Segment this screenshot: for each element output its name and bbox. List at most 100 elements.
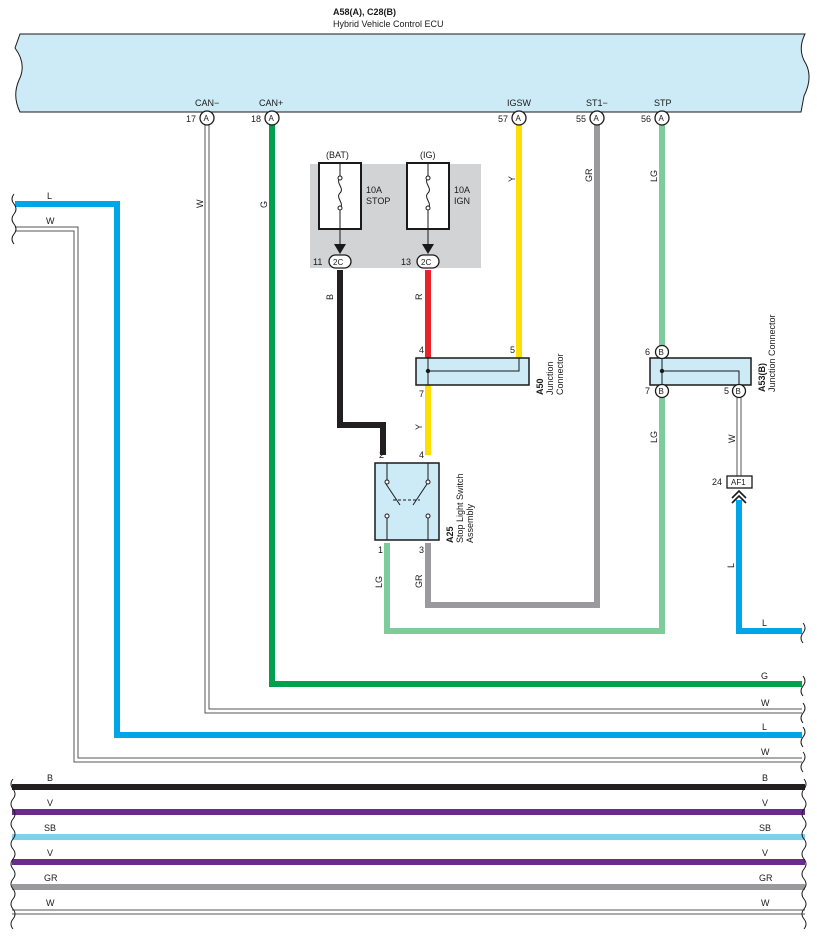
svg-text:6: 6 bbox=[645, 347, 650, 357]
svg-text:A: A bbox=[594, 114, 600, 123]
wire-label-st1: GR bbox=[584, 168, 594, 182]
svg-text:13: 13 bbox=[401, 257, 411, 267]
svg-text:17: 17 bbox=[186, 114, 196, 124]
fuse-ign-symbol bbox=[426, 177, 430, 209]
wire-label-left-l: L bbox=[47, 191, 52, 201]
wire-label-right-l-top: L bbox=[762, 618, 767, 628]
svg-text:B: B bbox=[659, 387, 664, 396]
wire-left-w bbox=[15, 226, 802, 763]
svg-text:10A: 10A bbox=[366, 185, 382, 195]
wire-canp bbox=[269, 124, 802, 687]
svg-text:Junction: Junction bbox=[545, 361, 555, 395]
wire-af1-out bbox=[736, 500, 802, 634]
fuse-ign: (IG) 10A IGN bbox=[406, 150, 470, 254]
bus-label-left-sb: SB bbox=[44, 823, 56, 833]
svg-text:7: 7 bbox=[645, 386, 650, 396]
ecu-body bbox=[14, 33, 810, 113]
ecu-name: Hybrid Vehicle Control ECU bbox=[333, 19, 444, 29]
svg-text:4: 4 bbox=[419, 450, 424, 460]
bus-label-right-b: B bbox=[762, 773, 768, 783]
svg-text:A53(B): A53(B) bbox=[757, 363, 767, 392]
ecu-pin-label-canp: CAN+ bbox=[259, 98, 283, 108]
svg-text:B: B bbox=[659, 348, 664, 357]
svg-text:4: 4 bbox=[419, 345, 424, 355]
ecu-pin-18: 18 A bbox=[251, 110, 280, 126]
fuse-stop-symbol bbox=[338, 177, 342, 209]
wire-label-a53-out: LG bbox=[649, 431, 659, 443]
svg-text:B: B bbox=[736, 387, 741, 396]
bus-label-right-v2: V bbox=[762, 848, 768, 858]
ecu-pin-label-canm: CAN− bbox=[195, 98, 219, 108]
svg-text:56: 56 bbox=[641, 114, 651, 124]
bus-label-left-w: W bbox=[46, 898, 55, 908]
wire-label-canm: W bbox=[195, 199, 205, 208]
wire-label-stp: LG bbox=[649, 170, 659, 182]
wire-label-fuse-stop-out: B bbox=[325, 294, 335, 300]
svg-text:IGN: IGN bbox=[454, 196, 470, 206]
wire-label-canp: G bbox=[259, 201, 269, 208]
svg-text:(IG): (IG) bbox=[420, 150, 436, 160]
svg-text:2: 2 bbox=[379, 450, 384, 460]
svg-text:A: A bbox=[269, 114, 275, 123]
wire-label-right-l2: L bbox=[762, 722, 767, 732]
fuse-ign-terminal: 13 2C bbox=[401, 254, 440, 269]
bus-label-right-sb: SB bbox=[759, 823, 771, 833]
svg-text:11: 11 bbox=[313, 257, 322, 267]
svg-text:2C: 2C bbox=[333, 258, 343, 267]
a53-junction-connector: B 6 B 7 B 5 A53(B) Junction Connector bbox=[645, 314, 777, 399]
svg-text:57: 57 bbox=[498, 114, 508, 124]
svg-text:5: 5 bbox=[510, 345, 515, 355]
svg-text:5: 5 bbox=[724, 386, 729, 396]
svg-text:(BAT): (BAT) bbox=[326, 150, 349, 160]
svg-text:A: A bbox=[204, 114, 210, 123]
ecu-code: A58(A), C28(B) bbox=[333, 7, 396, 17]
ecu-pin-label-stp: STP bbox=[654, 98, 672, 108]
bus-label-left-v1: V bbox=[47, 798, 53, 808]
svg-text:A: A bbox=[659, 114, 665, 123]
ecu-pin-57: 57 A bbox=[498, 110, 527, 126]
bus-label-right-gr: GR bbox=[759, 873, 773, 883]
af1-chevron-icon bbox=[731, 489, 747, 504]
svg-text:55: 55 bbox=[576, 114, 586, 124]
fuse-stop-terminal: 11 2C bbox=[313, 254, 352, 269]
wire-left-l bbox=[15, 201, 802, 738]
wire-label-igsw: Y bbox=[507, 176, 517, 182]
svg-text:1: 1 bbox=[378, 545, 383, 555]
svg-text:Stop Light Switch: Stop Light Switch bbox=[455, 473, 465, 543]
svg-text:Junction Connector: Junction Connector bbox=[767, 314, 777, 392]
break-marks bbox=[10, 193, 807, 930]
svg-text:3: 3 bbox=[419, 545, 424, 555]
ecu-pin-17: 17 A bbox=[186, 110, 215, 126]
svg-text:2C: 2C bbox=[421, 258, 431, 267]
wire-label-sw1: LG bbox=[374, 576, 384, 588]
svg-text:A: A bbox=[516, 114, 522, 123]
wire-label-right-w2: W bbox=[761, 747, 770, 757]
af1-connector: 24 AF1 bbox=[712, 475, 753, 504]
bus-label-right-w: W bbox=[761, 898, 770, 908]
ecu-block: A58(A), C28(B) Hybrid Vehicle Control EC… bbox=[14, 7, 810, 113]
ecu-pin-55: 55 A bbox=[576, 110, 605, 126]
svg-text:A25: A25 bbox=[445, 526, 455, 543]
wire-label-a53-5: W bbox=[727, 434, 737, 443]
wire-label-a50-out: Y bbox=[414, 424, 424, 430]
wire-st1 bbox=[425, 124, 600, 608]
wire-label-sw3: GR bbox=[414, 574, 424, 588]
wire-canm bbox=[204, 124, 802, 714]
a25-stop-light-switch: 2 4 1 3 A25 Stop Light Switch Assembly bbox=[374, 450, 475, 555]
ecu-pin-label-st1: ST1− bbox=[586, 98, 608, 108]
svg-text:24: 24 bbox=[712, 477, 722, 487]
svg-text:STOP: STOP bbox=[366, 196, 390, 206]
wire-label-fuse-ign-out: R bbox=[414, 293, 424, 300]
bus-label-right-v1: V bbox=[762, 798, 768, 808]
wire-label-left-w: W bbox=[46, 216, 55, 226]
wire-label-right-g: G bbox=[761, 671, 768, 681]
svg-text:10A: 10A bbox=[454, 185, 470, 195]
svg-text:7: 7 bbox=[419, 389, 424, 399]
svg-text:A50: A50 bbox=[535, 378, 545, 395]
svg-text:Connector: Connector bbox=[555, 353, 565, 395]
svg-text:18: 18 bbox=[251, 114, 261, 124]
a50-junction-connector: 4 5 7 A50 Junction Connector bbox=[415, 345, 565, 399]
ecu-pin-56: 56 A bbox=[641, 110, 670, 126]
wire-label-right-w1: W bbox=[761, 698, 770, 708]
